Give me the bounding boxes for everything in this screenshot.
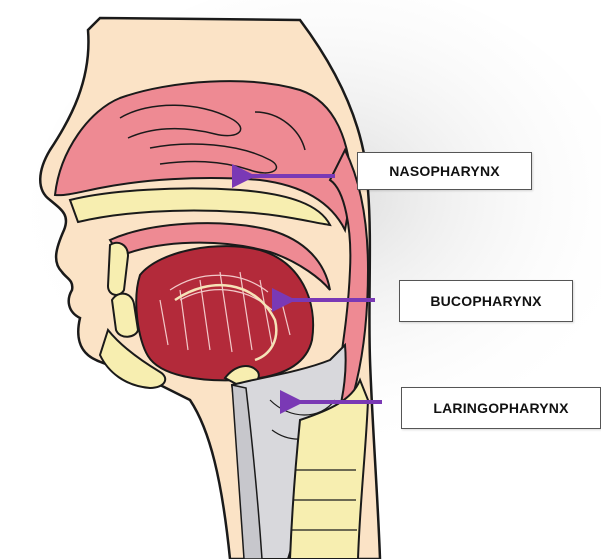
label-laringopharynx: LARINGOPHARYNX (401, 387, 601, 429)
label-nasopharynx: NASOPHARYNX (357, 152, 532, 190)
label-bucopharynx: BUCOPHARYNX (399, 280, 573, 322)
upper-incisor (108, 243, 128, 295)
